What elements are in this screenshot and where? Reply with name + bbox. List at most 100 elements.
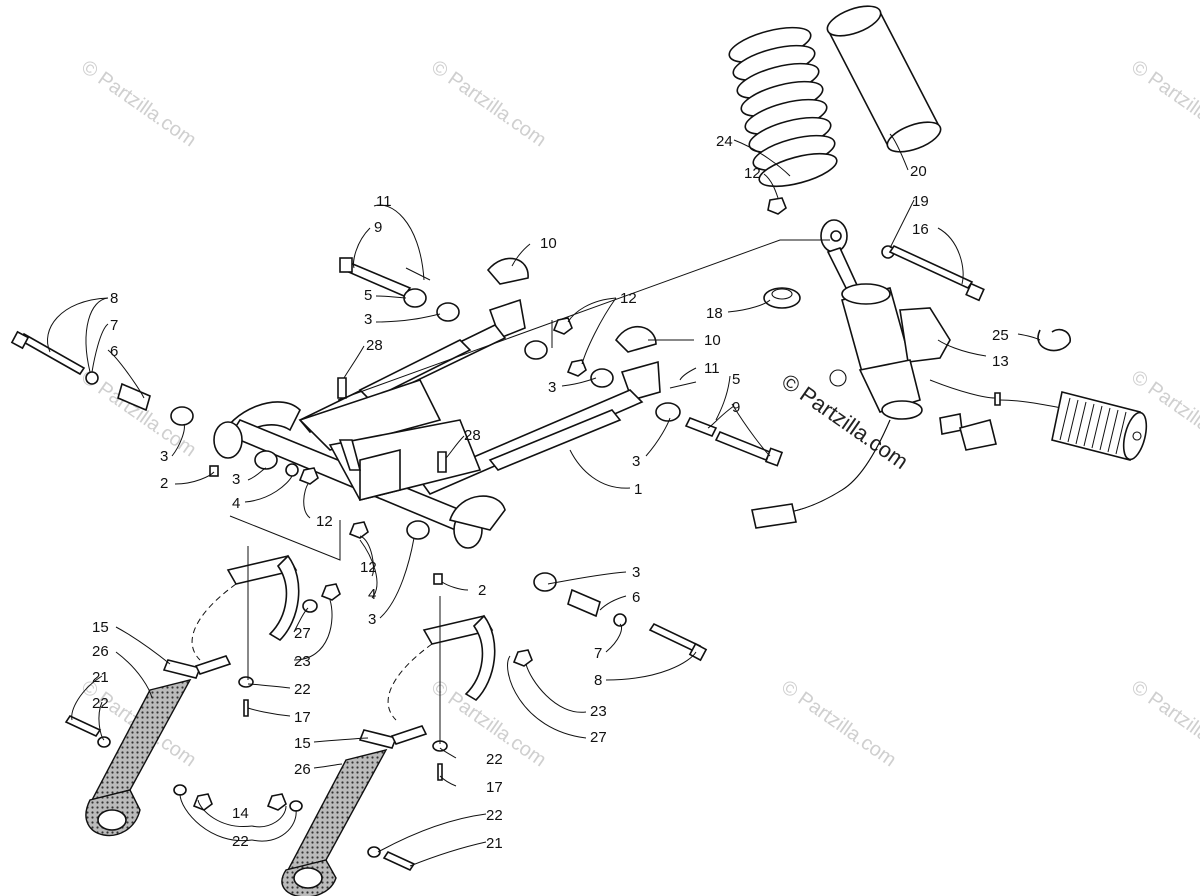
nut — [767, 197, 787, 215]
shock-boot — [826, 5, 942, 153]
leader-lines — [47, 133, 1041, 867]
washer — [367, 846, 381, 858]
spacer — [170, 406, 194, 426]
callout-3: 3 — [364, 311, 372, 328]
bolt — [243, 699, 249, 717]
nut — [552, 317, 573, 335]
callout-28: 28 — [366, 337, 383, 354]
nut — [298, 467, 319, 485]
callout-6: 6 — [632, 589, 640, 606]
callout-3: 3 — [632, 453, 640, 470]
callout-8: 8 — [594, 672, 602, 689]
shock-absorber — [751, 219, 1001, 529]
callout-23: 23 — [294, 653, 311, 670]
callout-12: 12 — [620, 290, 637, 307]
washer — [285, 463, 299, 477]
callout-24: 24 — [716, 133, 733, 150]
cap — [614, 325, 657, 353]
callout-1: 1 — [634, 481, 642, 498]
callout-26: 26 — [92, 643, 109, 660]
callout-11: 11 — [704, 360, 720, 377]
bolt-head — [688, 642, 708, 662]
callout-17: 17 — [294, 709, 311, 726]
callout-12: 12 — [360, 559, 377, 576]
callout-4: 4 — [368, 586, 376, 603]
callout-2: 2 — [478, 582, 486, 599]
callout-11: 11 — [376, 193, 392, 210]
callout-3: 3 — [232, 471, 240, 488]
footrest-left — [85, 554, 300, 837]
cap — [486, 257, 529, 285]
callout-20: 20 — [910, 163, 927, 180]
callout-12: 12 — [316, 513, 333, 530]
washer — [173, 784, 187, 796]
callout-8: 8 — [110, 290, 118, 307]
callout-3: 3 — [160, 448, 168, 465]
spacer — [567, 588, 601, 618]
callout-13: 13 — [992, 353, 1009, 370]
watermark: © Partzilla.com — [427, 56, 550, 151]
bolt-head — [965, 282, 985, 302]
callout-16: 16 — [912, 221, 929, 238]
grease-fitting — [433, 573, 443, 585]
callout-3: 3 — [632, 564, 640, 581]
nut — [192, 793, 213, 811]
callout-12: 12 — [744, 165, 761, 182]
nut — [348, 521, 369, 539]
spacer — [524, 340, 548, 360]
spacer — [254, 450, 278, 470]
callout-27: 27 — [294, 625, 311, 642]
callout-2: 2 — [160, 475, 168, 492]
bolt — [888, 244, 974, 290]
callout-22: 22 — [294, 681, 311, 698]
stud — [437, 451, 447, 473]
washer — [97, 736, 111, 748]
nut — [512, 649, 533, 667]
callout-21: 21 — [92, 669, 109, 686]
callout-17: 17 — [486, 779, 503, 796]
watermark: © Partzilla.com — [777, 676, 900, 771]
callout-22: 22 — [486, 751, 503, 768]
clamp — [1037, 328, 1071, 352]
washer — [613, 613, 627, 627]
callout-22: 22 — [92, 695, 109, 712]
cotter-pin — [405, 267, 431, 281]
callout-28: 28 — [464, 427, 481, 444]
bolt — [648, 622, 702, 654]
callout-9: 9 — [732, 399, 740, 416]
callout-27: 27 — [590, 729, 607, 746]
callout-5: 5 — [364, 287, 372, 304]
callout-22: 22 — [486, 807, 503, 824]
bolt — [18, 332, 86, 376]
callout-14: 14 — [232, 805, 249, 822]
callout-15: 15 — [294, 735, 311, 752]
spacer — [406, 520, 430, 540]
bolt — [64, 714, 102, 738]
callout-26: 26 — [294, 761, 311, 778]
callout-25: 25 — [992, 327, 1009, 344]
washer — [289, 800, 303, 812]
callout-3: 3 — [548, 379, 556, 396]
watermark: © Partzilla.com — [1127, 56, 1200, 151]
bolt — [437, 763, 443, 781]
nut — [320, 583, 341, 601]
callout-19: 19 — [912, 193, 929, 210]
washer — [238, 676, 254, 688]
spacer — [590, 368, 614, 388]
connector-line — [337, 239, 830, 401]
callout-18: 18 — [706, 305, 723, 322]
washer — [302, 599, 318, 613]
callout-21: 21 — [486, 835, 503, 852]
grease-fitting — [209, 465, 219, 477]
callouts: 1 2 2 3 3 3 3 3 3 3 4 4 5 5 6 6 7 7 8 8 … — [92, 133, 1009, 852]
callout-4: 4 — [232, 495, 240, 512]
bolt-head — [10, 330, 30, 350]
callout-9: 9 — [374, 219, 382, 236]
bushing — [763, 287, 801, 309]
callout-5: 5 — [732, 371, 740, 388]
frame — [213, 379, 506, 549]
nut — [566, 359, 587, 377]
watermark: © Partzilla.com — [77, 56, 200, 151]
bolt — [382, 850, 416, 872]
